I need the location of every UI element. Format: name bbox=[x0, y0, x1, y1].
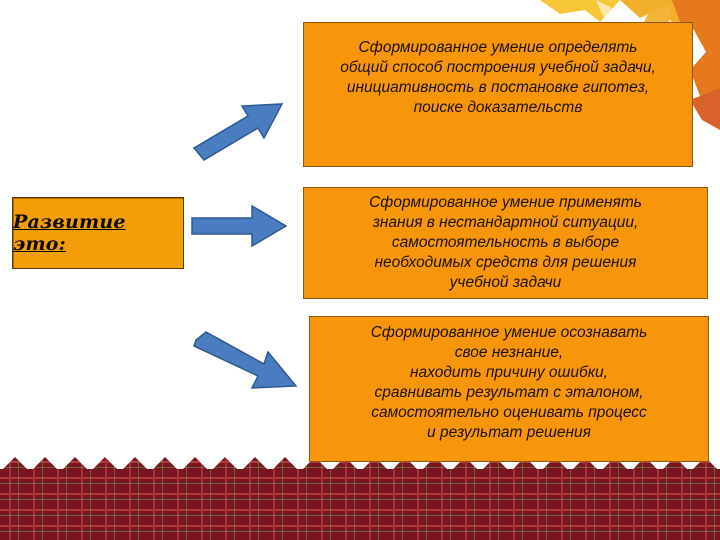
development-label: Развитие это: bbox=[13, 211, 126, 255]
skill-box-1: Сформированное умение определять общий с… bbox=[303, 22, 693, 167]
arrow-right-icon bbox=[191, 204, 288, 248]
arrow-down-right-icon bbox=[193, 331, 298, 389]
skill-box-2: Сформированное умение применять знания в… bbox=[303, 187, 708, 299]
arrow-up-right-icon bbox=[192, 103, 284, 161]
skill-box-3: Сформированное умение осознавать свое не… bbox=[309, 316, 709, 462]
fence-decoration bbox=[0, 457, 720, 540]
development-label-box: Развитие это: bbox=[12, 197, 184, 269]
